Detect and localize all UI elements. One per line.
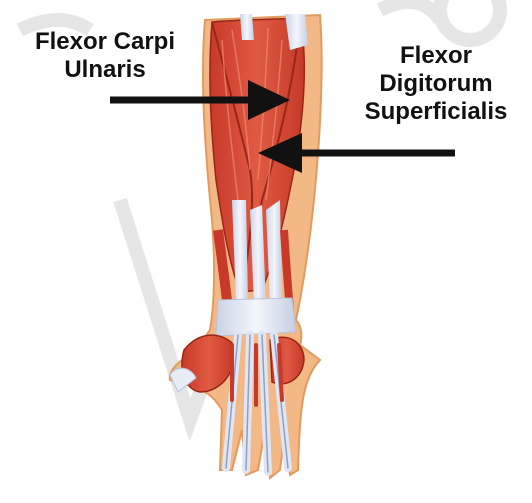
wrist-retinaculum	[216, 298, 296, 336]
label-line: Digitorum	[340, 70, 532, 98]
label-flexor-digitorum-superficialis: Flexor Digitorum Superficialis	[340, 42, 532, 126]
label-line: Superficialis	[340, 98, 532, 126]
label-line: Ulnaris	[12, 56, 198, 84]
label-flexor-carpi-ulnaris: Flexor Carpi Ulnaris	[12, 28, 198, 84]
label-line: Flexor Carpi	[12, 28, 198, 56]
label-line: Flexor	[340, 42, 532, 70]
